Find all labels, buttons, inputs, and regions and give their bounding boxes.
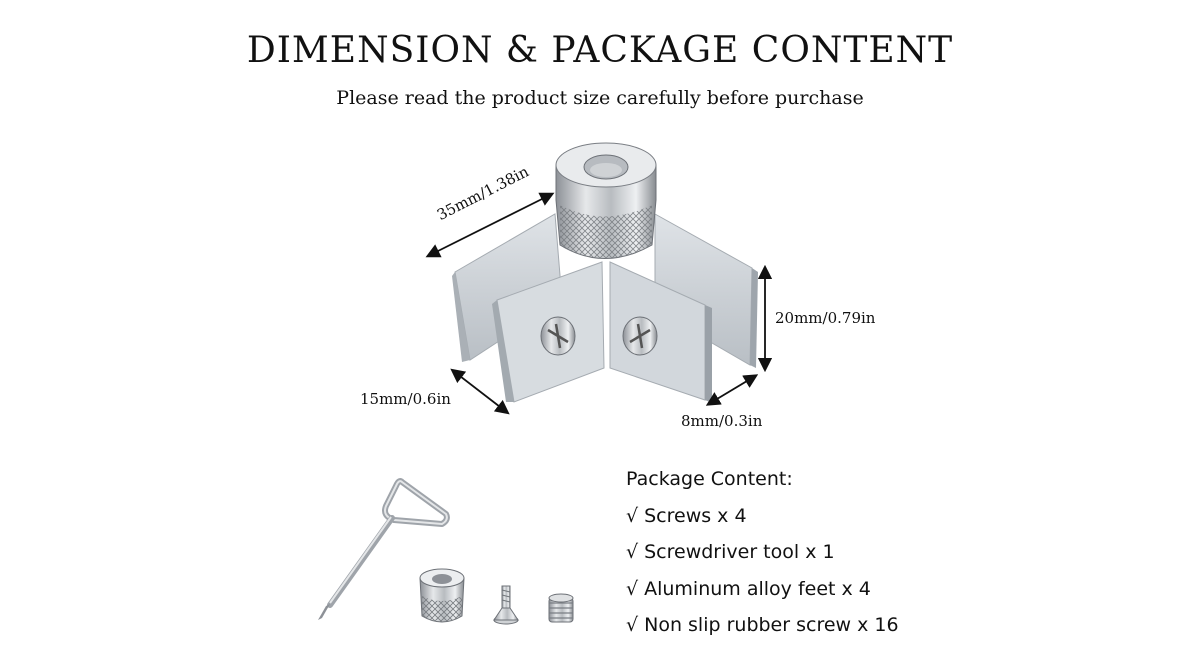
check-mark-icon: √ [626, 614, 639, 636]
dimension-label-bottom: 8mm/0.3in [681, 412, 763, 430]
package-item-label: Screwdriver tool x 1 [644, 541, 835, 563]
knurled-nut [555, 142, 657, 259]
left-dimension-arrow [450, 368, 510, 415]
package-item: √Non slip rubber screw x 16 [626, 614, 899, 636]
package-item: √Screwdriver tool x 1 [626, 541, 835, 563]
screw-right [622, 316, 658, 356]
package-item-label: Non slip rubber screw x 16 [644, 614, 899, 636]
set-screw [548, 593, 574, 623]
dimension-label-left: 15mm/0.6in [360, 390, 451, 408]
package-item-label: Screws x 4 [644, 505, 747, 527]
package-item-label: Aluminum alloy feet x 4 [644, 578, 871, 600]
bottom-dimension-arrow [705, 374, 759, 406]
screwdriver-tool [318, 478, 450, 620]
screw-left [540, 316, 576, 356]
package-heading: Package Content: [626, 468, 793, 490]
dimension-label-right: 20mm/0.79in [775, 309, 876, 327]
page-subtitle: Please read the product size carefully b… [336, 87, 864, 109]
check-mark-icon: √ [626, 578, 639, 600]
dimension-arrows [425, 192, 773, 415]
package-item: √Screws x 4 [626, 505, 747, 527]
knurled-nut-small [419, 568, 465, 623]
top-dimension-arrow [425, 192, 555, 258]
package-item: √Aluminum alloy feet x 4 [626, 578, 871, 600]
countersunk-screw [493, 585, 519, 625]
page-title: DIMENSION & PACKAGE CONTENT [246, 30, 954, 71]
check-mark-icon: √ [626, 541, 639, 563]
check-mark-icon: √ [626, 505, 639, 527]
